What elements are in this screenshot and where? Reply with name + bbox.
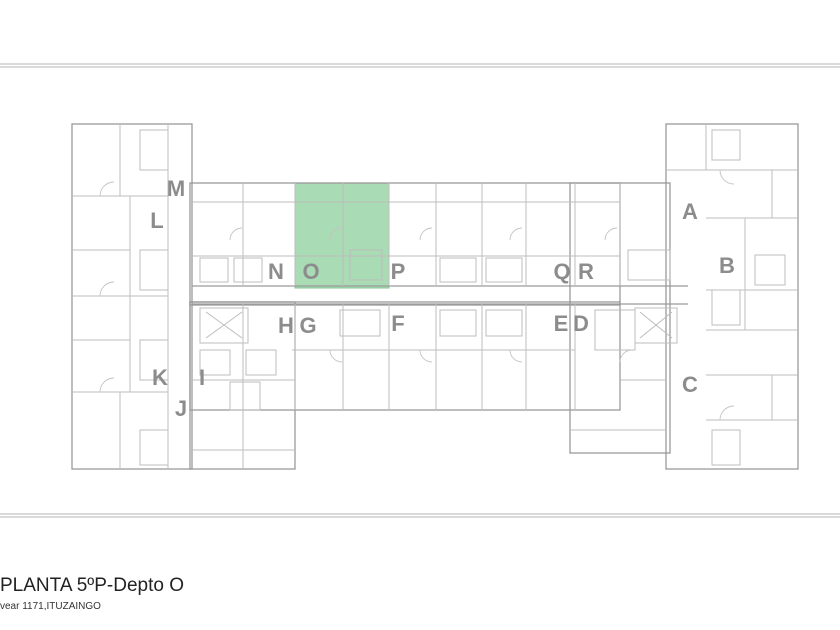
unit-label-m: M (167, 176, 185, 201)
unit-label-l: L (150, 208, 163, 233)
unit-label-e: E (554, 311, 569, 336)
unit-label-o: O (302, 259, 319, 284)
sheet-frame (0, 63, 840, 518)
unit-label-i: I (199, 365, 205, 390)
highlight-unit-o[interactable] (294, 182, 390, 289)
plan-address: vear 1171,ITUZAINGO (0, 601, 101, 612)
unit-label-f: F (391, 311, 404, 336)
unit-label-r: R (578, 259, 594, 284)
unit-label-c: C (682, 372, 698, 397)
interior-walls (72, 124, 798, 469)
unit-label-g: G (299, 313, 316, 338)
unit-labels: A B C D E F G H I J K L M N O P Q R (150, 176, 735, 421)
unit-label-a: A (682, 199, 698, 224)
plan-title: PLANTA 5ºP-Depto O (0, 575, 184, 596)
unit-label-q: Q (553, 259, 570, 284)
unit-label-b: B (719, 253, 735, 278)
unit-label-d: D (573, 311, 589, 336)
unit-label-h: H (278, 313, 294, 338)
unit-label-j: J (175, 396, 187, 421)
unit-label-p: P (391, 259, 406, 284)
door-swings (99, 169, 735, 421)
unit-label-k: K (152, 365, 168, 390)
unit-label-n: N (268, 259, 284, 284)
